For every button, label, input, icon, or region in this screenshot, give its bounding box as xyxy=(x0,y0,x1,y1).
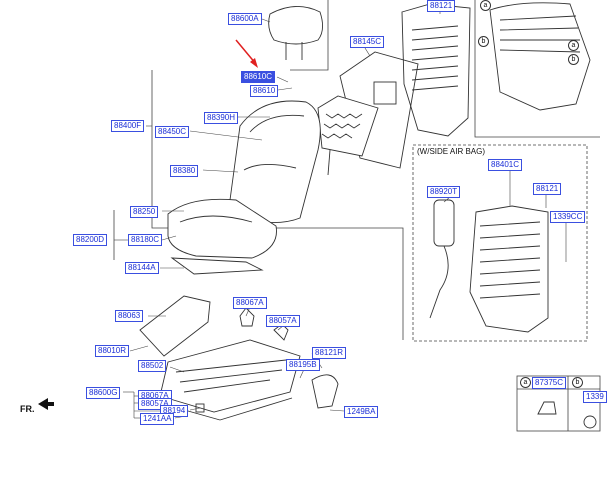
part-label-88121-side[interactable]: 88121 xyxy=(533,183,562,195)
front-direction-arrow xyxy=(38,398,54,410)
part-label-88450C[interactable]: 88450C xyxy=(155,126,190,138)
front-label: FR. xyxy=(20,404,35,414)
part-label-88250[interactable]: 88250 xyxy=(130,206,159,218)
headrest-bracket xyxy=(290,0,329,71)
small-parts-box xyxy=(516,375,601,432)
part-label-88057A[interactable]: 88057A xyxy=(266,315,300,327)
callout-a-top: a xyxy=(480,0,491,11)
frame-lines xyxy=(113,0,601,432)
red-pointer-arrow xyxy=(235,39,258,68)
part-label-88200D[interactable]: 88200D xyxy=(73,234,108,246)
part-label-88600G[interactable]: 88600G xyxy=(86,387,121,399)
seatback-frame-right xyxy=(489,2,591,111)
part-label-88401C[interactable]: 88401C xyxy=(488,159,523,171)
side-airbag-caption: (W/SIDE AIR BAG) xyxy=(417,147,486,156)
headrest xyxy=(268,6,323,60)
callout-a-box: a xyxy=(520,377,531,388)
part-label-1339CC[interactable]: 1339CC xyxy=(550,211,586,223)
part-label-88144A[interactable]: 88144A xyxy=(125,262,159,274)
part-label-88920T[interactable]: 88920T xyxy=(427,186,461,198)
part-label-1339-partial[interactable]: 1339 xyxy=(583,391,607,403)
seat-heater-mat xyxy=(317,95,379,176)
seat-cushion xyxy=(167,198,277,275)
part-label-88121-top[interactable]: 88121 xyxy=(427,0,456,12)
part-label-88502[interactable]: 88502 xyxy=(138,360,167,372)
side-airbag-frame xyxy=(429,199,549,333)
callout-a-right: a xyxy=(568,40,579,51)
part-label-88121R[interactable]: 88121R xyxy=(312,347,347,359)
part-label-88180C[interactable]: 88180C xyxy=(128,234,163,246)
seatback-frame-top xyxy=(401,3,471,137)
part-label-88390H[interactable]: 88390H xyxy=(204,112,239,124)
seatback-trim-cover xyxy=(229,100,321,223)
part-label-88400F[interactable]: 88400F xyxy=(111,120,145,132)
part-label-88600A[interactable]: 88600A xyxy=(228,13,262,25)
part-label-87375C[interactable]: 87375C xyxy=(532,377,567,389)
part-label-88067A[interactable]: 88067A xyxy=(233,297,267,309)
part-label-88145C[interactable]: 88145C xyxy=(350,36,385,48)
part-label-88010R[interactable]: 88010R xyxy=(95,345,130,357)
callout-b-box: b xyxy=(572,377,583,388)
callout-b-top: b xyxy=(478,36,489,47)
part-label-88610C[interactable]: 88610C xyxy=(241,71,276,83)
part-label-1249BA[interactable]: 1249BA xyxy=(344,406,379,418)
callout-b-right: b xyxy=(568,54,579,65)
small-parts xyxy=(537,401,597,429)
side-airbag-box xyxy=(412,144,588,342)
part-label-88063[interactable]: 88063 xyxy=(115,310,144,322)
part-label-88610[interactable]: 88610 xyxy=(250,85,279,97)
part-label-1241AA[interactable]: 1241AA xyxy=(140,413,175,425)
part-label-88195B[interactable]: 88195B xyxy=(286,359,320,371)
right-frame-bracket xyxy=(474,0,600,138)
part-label-88380[interactable]: 88380 xyxy=(170,165,199,177)
seatback-bracket xyxy=(151,70,404,340)
